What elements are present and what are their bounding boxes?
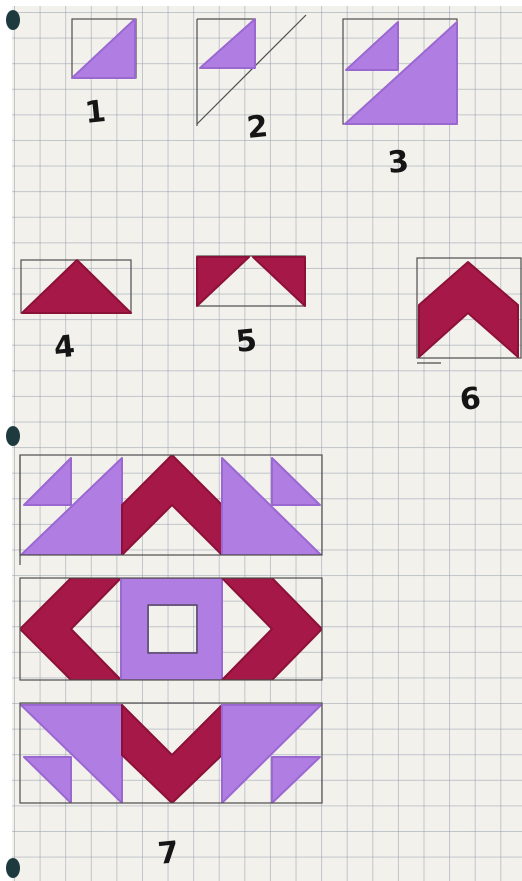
figure-label-3: 3: [386, 144, 410, 181]
figure-label-4: 4: [52, 329, 76, 366]
figure-7-row-1: [21, 455, 321, 555]
lilac-triangle: [200, 19, 255, 68]
small-lilac-triangle: [346, 22, 398, 70]
small-lilac-triangle: [24, 458, 71, 505]
small-lilac-triangle: [24, 757, 71, 803]
right-berry-chevron: [222, 578, 322, 680]
berry-chevron: [419, 262, 518, 357]
lilac-triangle: [72, 19, 135, 78]
lilac-square-frame: [121, 578, 222, 680]
figure-6-berry-chevron: [417, 258, 521, 363]
figure-label-6: 6: [458, 381, 482, 418]
figure-2-split-triangle: [197, 15, 306, 126]
berry-triangle: [22, 260, 131, 313]
right-berry-triangle: [253, 257, 305, 306]
figure-7-row-3: [21, 705, 321, 803]
figure-1-half-square-triangle: [72, 19, 136, 78]
figure-3-large-and-small-triangle: [343, 19, 457, 124]
figure-label-2: 2: [245, 109, 269, 146]
berry-chevron: [122, 455, 222, 555]
figure-label-7: 7: [156, 835, 180, 872]
large-lilac-triangle: [345, 22, 457, 124]
left-berry-chevron: [20, 578, 121, 680]
figure-7-row-2: [20, 578, 322, 680]
figure-label-5: 5: [234, 323, 258, 360]
small-lilac-triangle: [272, 458, 320, 505]
small-lilac-triangle: [272, 757, 320, 803]
figure-label-1: 1: [83, 94, 107, 131]
figure-4-berry-triangle: [21, 260, 131, 313]
left-berry-triangle: [197, 257, 249, 306]
berry-chevron: [122, 705, 222, 803]
figure-5-berry-corner-triangles: [197, 256, 305, 306]
